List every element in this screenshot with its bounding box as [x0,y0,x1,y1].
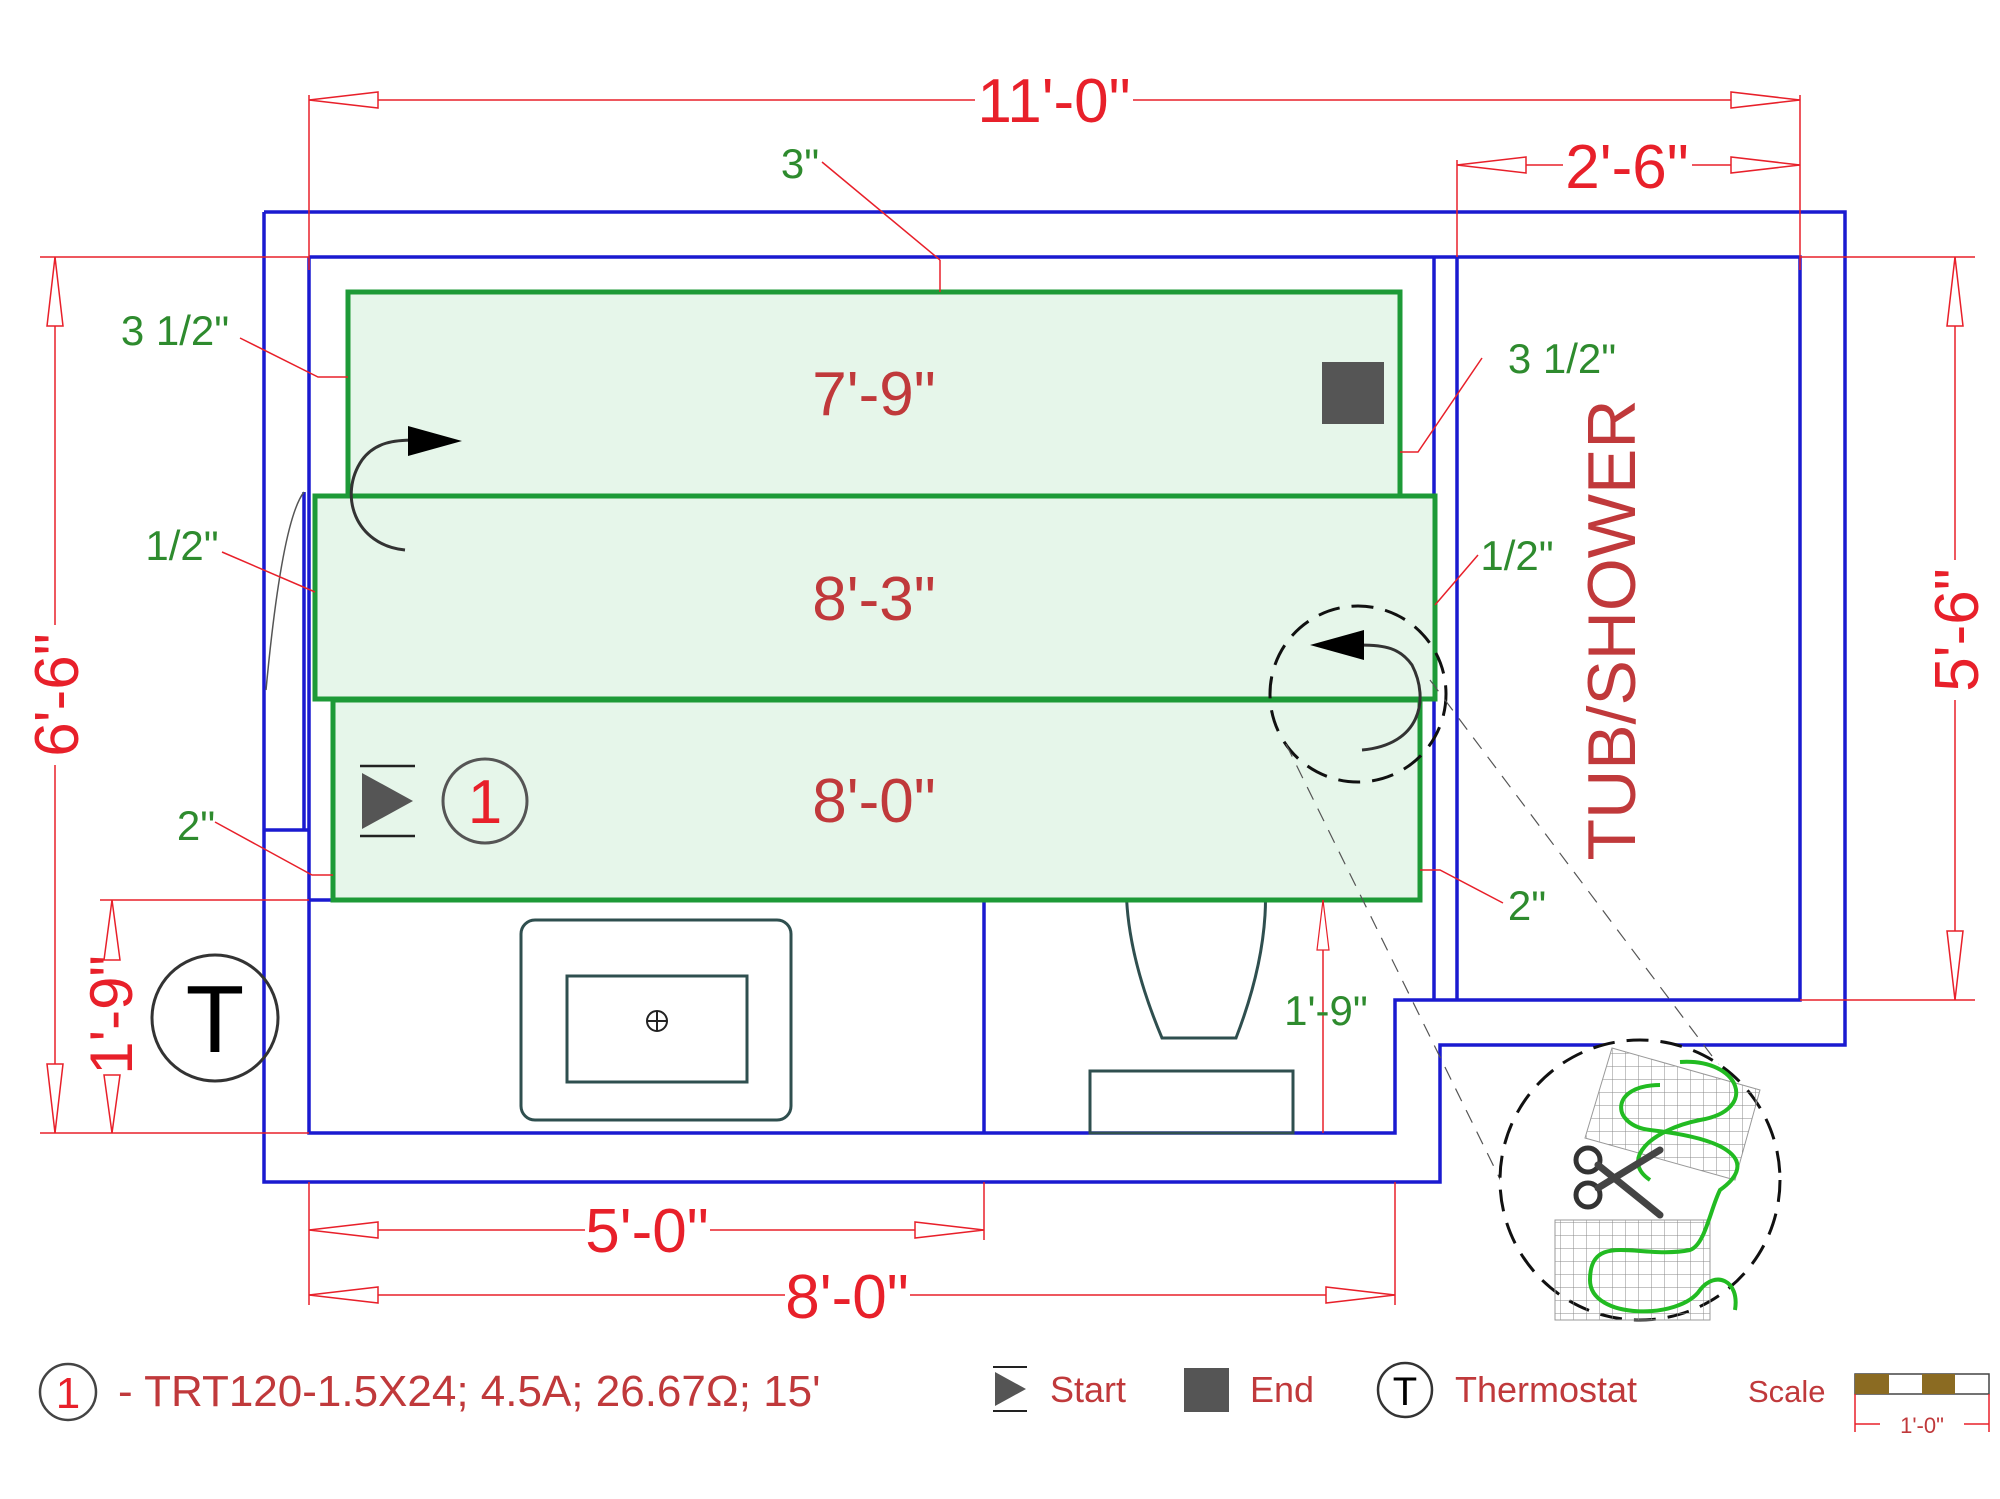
tub-shower-label: TUB/SHOWER [1574,400,1650,861]
legend-thermostat-label: Thermostat [1455,1369,1637,1410]
dim-tub-depth: 5'-6" [1923,568,1992,691]
turn-arrow-right [1310,630,1422,752]
end-marker-icon [1322,362,1384,424]
mat-row-3-label: 8'-0" [812,767,935,836]
dim-overall-width: 11'-0" [977,67,1130,136]
circuit-number-text: 1 [468,768,502,837]
vanity [519,918,793,1122]
gap-top: 3" [781,140,819,187]
dim-toilet-clearance: 1'-9" [1284,987,1368,1034]
legend-end-label: End [1250,1369,1314,1410]
legend-circuit-number: 1 [56,1369,80,1418]
dim-overall-depth: 6'-6" [23,633,92,756]
turn-arrow-left [349,426,462,552]
legend-scale-unit: 1'-0" [1900,1413,1944,1438]
mat-row-1 [345,289,1403,500]
legend-circuit-icon [38,1362,98,1422]
mat-row-1-label: 7'-9" [812,360,935,429]
dim-tub-width: 2'-6" [1565,133,1688,202]
mat-row-2-label: 8'-3" [812,565,935,634]
gap-right-bottom: 2" [1508,882,1546,929]
legend-thermostat-symbol: T [1393,1370,1417,1414]
thermostat-icon [150,953,280,1083]
gap-left-bottom: 2" [177,802,215,849]
detail-callout-circle [1268,604,1448,784]
start-marker-icon [360,764,415,838]
legend-thermostat-icon [1376,1361,1434,1419]
scissors-icon [1573,1145,1664,1219]
thermostat-marker-text: T [186,966,245,1073]
mat-cut-detail [1498,1038,1782,1322]
dim-floor-width: 8'-0" [785,1263,908,1332]
legend-scale-label: Scale [1748,1374,1826,1409]
legend-end-icon [1184,1368,1229,1412]
gap-left-mid: 1/2" [145,522,218,569]
door-swing-arc [265,491,305,691]
scale-bar [1854,1373,1990,1432]
gap-left-top: 3 1/2" [121,307,229,354]
legend-start-icon [993,1366,1027,1412]
legend-start-label: Start [1050,1369,1126,1410]
circuit-number-marker [441,757,529,845]
gap-right-top: 3 1/2" [1508,335,1616,382]
mat-row-2 [312,493,1438,702]
dim-vanity-width: 5'-0" [585,1197,708,1266]
legend: 1 - TRT120-1.5X24; 4.5A; 26.67Ω; 15' Sta… [38,1361,1990,1438]
dim-thermostat-height: 1'-9" [78,955,145,1074]
gap-right-mid: 1/2" [1480,532,1553,579]
legend-circuit-text: - TRT120-1.5X24; 4.5A; 26.67Ω; 15' [118,1367,821,1416]
